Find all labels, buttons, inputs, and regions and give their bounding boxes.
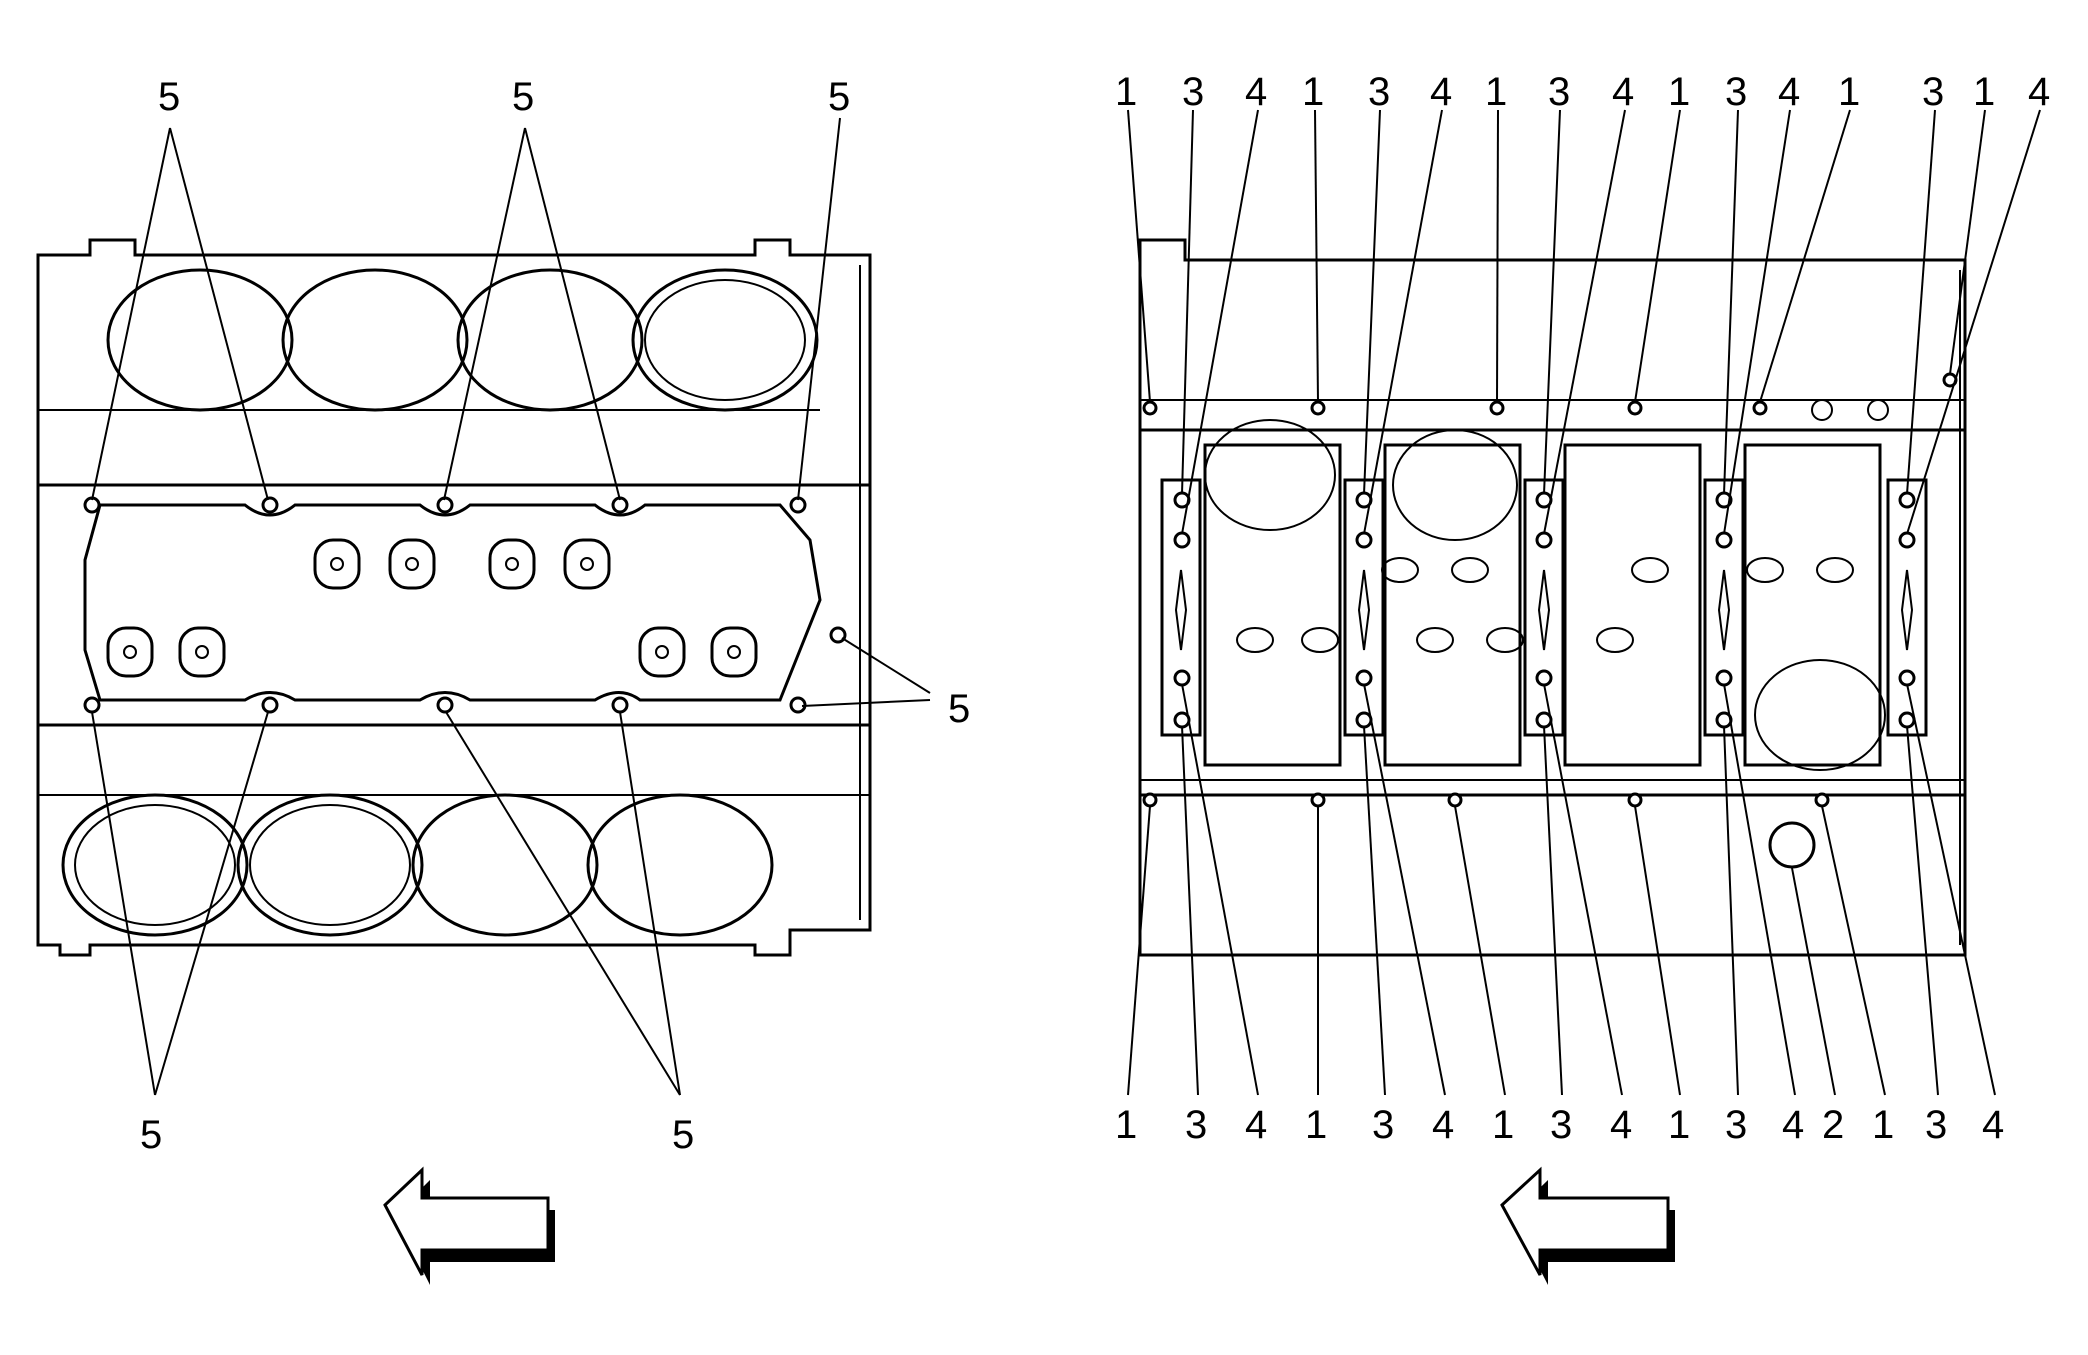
callout-label: 5 [140,1113,162,1157]
left-engine-block: 5 5 5 5 5 5 [36,75,970,1285]
lower-bank-cylinders [61,793,774,937]
crankcase-bays [1203,399,1889,771]
main-bearing-caps [1160,478,1928,737]
right-leader-lines-bottom [1127,683,1996,1096]
callout-label: 3 [1725,70,1747,114]
callout-label: 4 [1778,70,1800,114]
left-leader-lines [91,117,931,1096]
valley-plate [83,503,822,702]
callout-label: 4 [1245,1103,1267,1147]
callout-label: 3 [1725,1103,1747,1147]
callout-label: 1 [1973,70,1995,114]
left-arrow-icon [1500,1166,1675,1285]
callout-label: 1 [1485,70,1507,114]
callout-label: 4 [1610,1103,1632,1147]
callout-label: 5 [672,1113,694,1157]
callout-label: 1 [1302,70,1324,114]
callout-label: 1 [1668,70,1690,114]
callout-label: 5 [158,75,180,119]
callout-label: 4 [2028,70,2050,114]
callout-label: 4 [1612,70,1634,114]
head-bolt-holes [83,496,847,714]
callout-label: 3 [1368,70,1390,114]
callout-label: 1 [1115,1103,1137,1147]
valley-bosses [106,538,758,678]
callout-label: 3 [1182,70,1204,114]
left-arrow-icon [383,1166,555,1285]
callout-label: 1 [1492,1103,1514,1147]
callout-label: 3 [1185,1103,1207,1147]
callout-label: 3 [1372,1103,1394,1147]
callout-label: 1 [1305,1103,1327,1147]
callout-label: 1 [1838,70,1860,114]
callout-label: 5 [512,75,534,119]
callout-label: 4 [1245,70,1267,114]
callout-label: 5 [828,75,850,119]
callout-label: 1 [1115,70,1137,114]
callout-label: 3 [1548,70,1570,114]
callout-label: 1 [1872,1103,1894,1147]
callout-label: 4 [1782,1103,1804,1147]
callout-label: 3 [1922,70,1944,114]
callout-label: 4 [1430,70,1452,114]
right-engine-block: 1 3 4 1 3 4 1 3 4 1 3 4 1 3 1 4 1 3 4 1 … [1115,70,2050,1285]
callout-label: 3 [1550,1103,1572,1147]
callout-label: 2 [1822,1103,1844,1147]
callout-label: 4 [1432,1103,1454,1147]
right-leader-lines-top [1127,109,2041,535]
callout-label: 5 [948,687,970,731]
upper-bank-cylinders [106,268,819,412]
callout-label: 4 [1982,1103,2004,1147]
main-bolt-holes [1142,372,1958,869]
callout-label: 3 [1925,1103,1947,1147]
callout-label: 1 [1668,1103,1690,1147]
